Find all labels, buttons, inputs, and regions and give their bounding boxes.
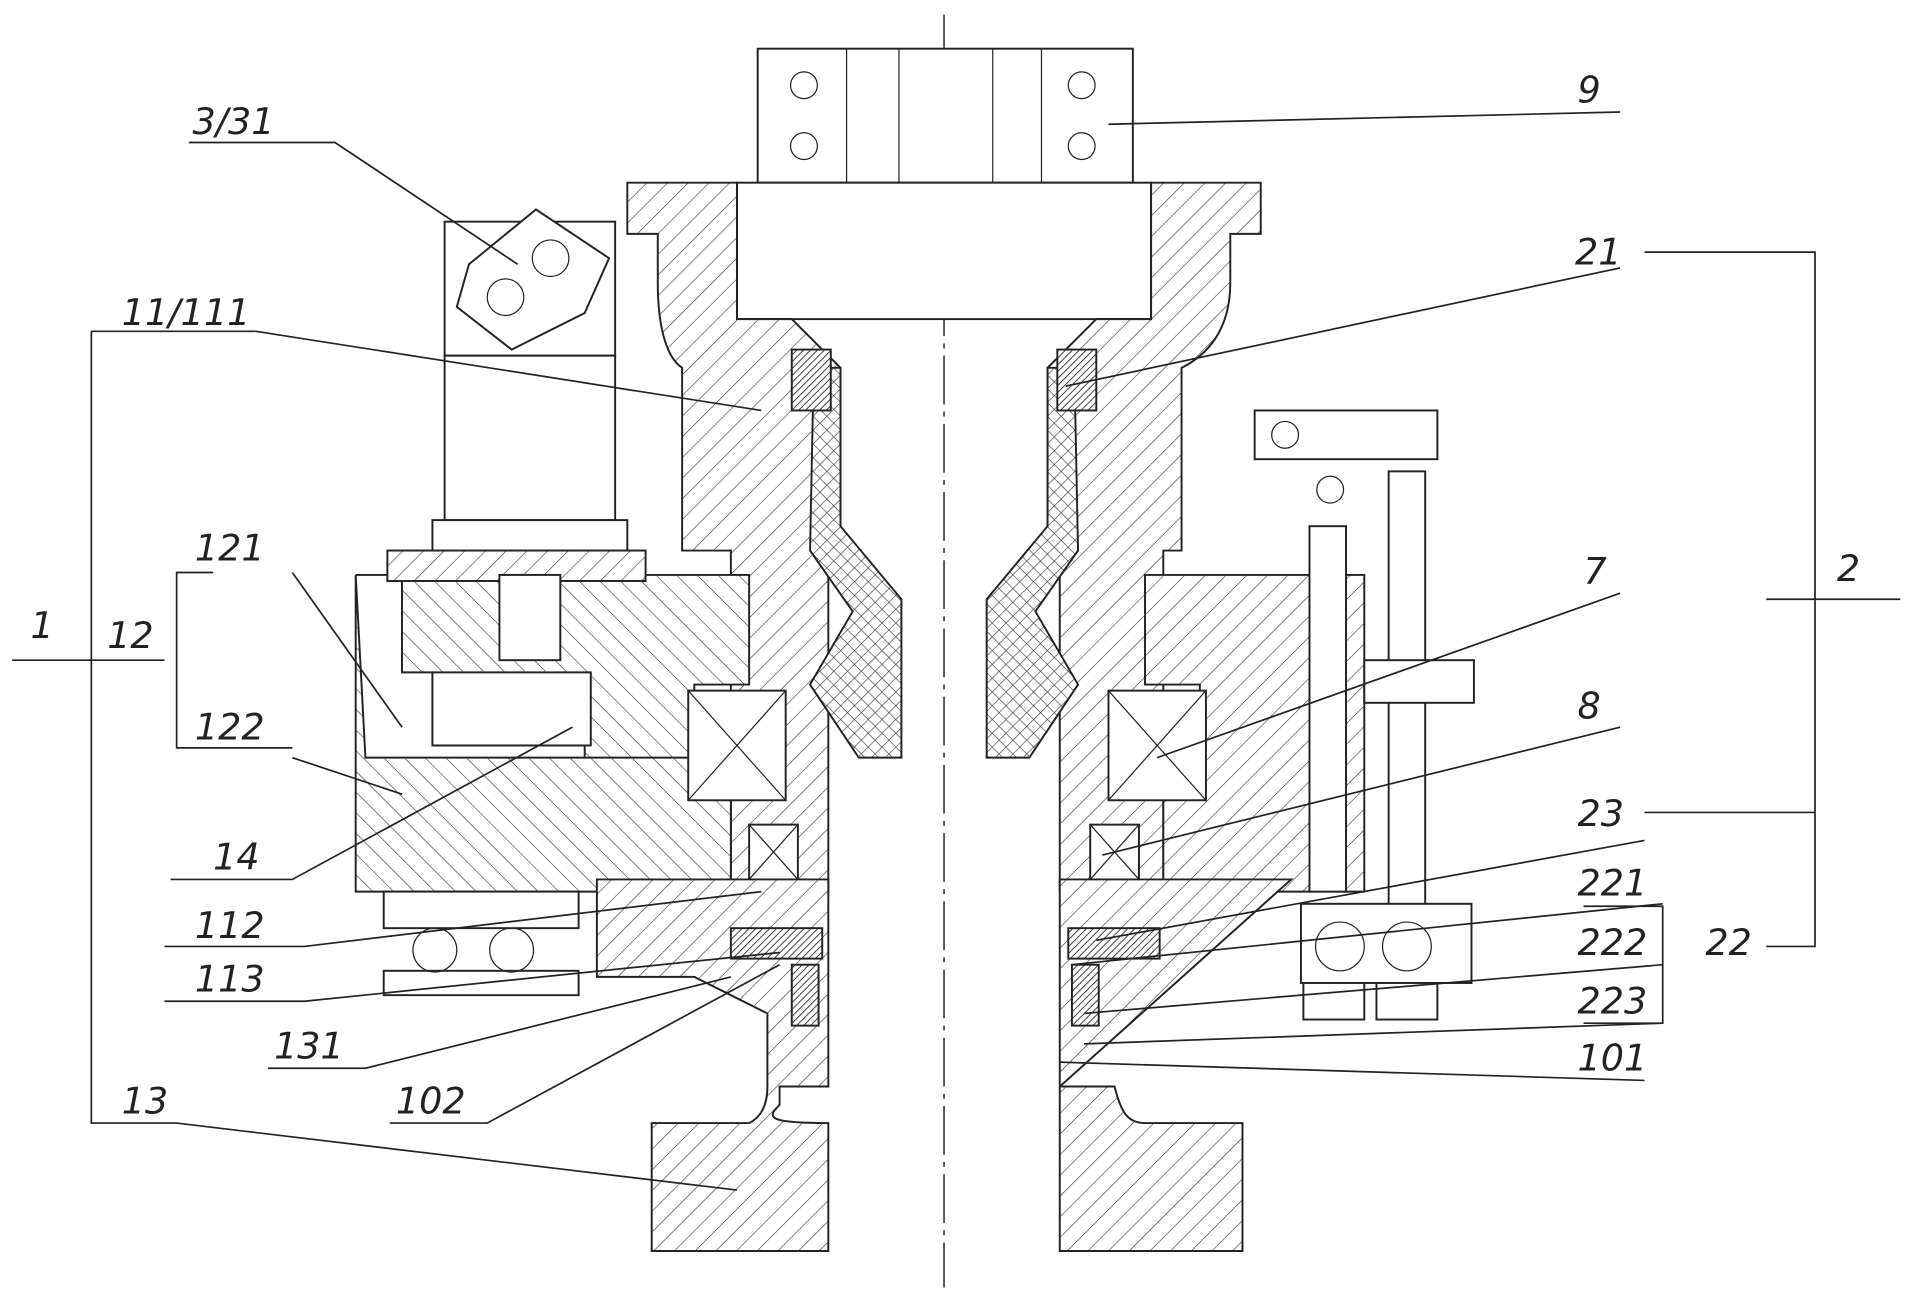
label-8: 8 xyxy=(1577,685,1600,728)
label-2: 2 xyxy=(1837,547,1860,590)
part-21-packer xyxy=(792,350,1097,758)
part-9-top-clamp xyxy=(737,49,1151,319)
label-1: 1 xyxy=(30,604,53,647)
label-131: 131 xyxy=(274,1025,344,1068)
label-12: 12 xyxy=(107,614,154,657)
label-7: 7 xyxy=(1584,549,1607,592)
label-102: 102 xyxy=(396,1079,466,1122)
part-12-housing xyxy=(356,575,798,892)
label-21: 21 xyxy=(1575,230,1622,273)
label-121: 121 xyxy=(195,526,265,569)
label-13: 13 xyxy=(122,1079,168,1122)
label-112: 112 xyxy=(195,904,265,947)
label-22: 22 xyxy=(1705,921,1752,964)
label-113: 113 xyxy=(195,958,265,1001)
label-3-31: 3/31 xyxy=(192,100,274,143)
label-14: 14 xyxy=(213,836,260,879)
label-11-111: 11/111 xyxy=(122,291,251,334)
label-9: 9 xyxy=(1577,68,1600,111)
label-122: 122 xyxy=(195,705,265,748)
label-23: 23 xyxy=(1577,792,1624,835)
label-223: 223 xyxy=(1577,979,1647,1022)
label-101: 101 xyxy=(1577,1037,1647,1080)
label-222: 222 xyxy=(1577,921,1647,964)
label-221: 221 xyxy=(1577,861,1647,904)
